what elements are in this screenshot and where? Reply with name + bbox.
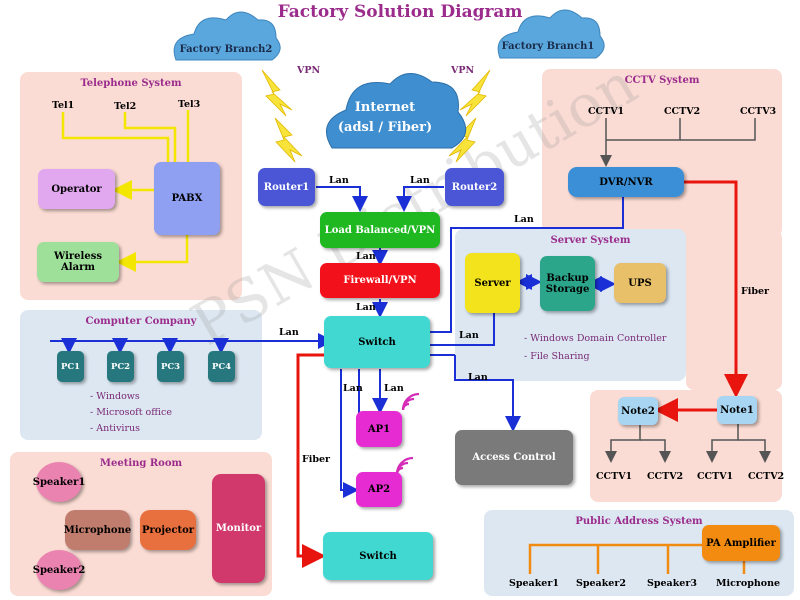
lan-label-server: Lan <box>459 330 479 341</box>
backup-storage-line1: Backup <box>546 272 589 284</box>
note1-box[interactable]: Note1 <box>717 396 757 424</box>
cctv-top-cam-1: CCTV1 <box>588 106 625 117</box>
pa-panel-title: Public Address System <box>575 516 703 527</box>
cctv-top-cam-2: CCTV2 <box>664 106 701 117</box>
internet-label-line2: (adsl / Fiber) <box>338 120 432 135</box>
router2-box[interactable]: Router2 <box>445 168 504 206</box>
backup-storage-line2: Storage <box>545 283 590 295</box>
cctv-panel-title: CCTV System <box>624 75 700 86</box>
lan-label-access: Lan <box>468 372 488 383</box>
computer-bullet-1: - Windows <box>90 391 140 402</box>
computer-panel-title: Computer Company <box>85 316 197 327</box>
server-bullet-2: - File Sharing <box>524 351 590 362</box>
pa-item-speaker3: Speaker3 <box>647 578 697 589</box>
computer-bullet-3: - Antivirus <box>90 423 141 434</box>
pa-lines <box>528 543 746 574</box>
cloud-branch1: Factory Branch1 <box>497 9 605 59</box>
cctv-lines <box>600 118 771 463</box>
dvr-nvr-box[interactable]: DVR/NVR <box>568 167 684 197</box>
lan-label-computer: Lan <box>279 327 299 338</box>
cloud-branch2: Factory Branch2 <box>173 11 281 61</box>
tel2-label: Tel2 <box>114 101 137 112</box>
wireless-alarm-box[interactable]: Wireless Alarm <box>37 242 119 282</box>
lan-label-switch: Lan <box>356 302 376 313</box>
vpn-lightning-left <box>261 69 303 163</box>
fiber-label-right: Fiber <box>741 286 770 297</box>
lan-label-firewall: Lan <box>356 251 376 262</box>
cloud-branch2-label: Factory Branch2 <box>180 44 273 55</box>
ap2-box[interactable]: AP2 <box>356 472 402 507</box>
cctv-panel-top: CCTV System <box>542 69 782 237</box>
pa-item-speaker2: Speaker2 <box>576 578 626 589</box>
telephone-panel-title: Telephone System <box>80 78 182 89</box>
lan-label-ap1b: Lan <box>384 383 404 394</box>
meeting-switch-box[interactable]: Switch <box>323 532 433 580</box>
speaker1-circle[interactable]: Speaker1 <box>33 462 85 502</box>
cloud-branch1-label: Factory Branch1 <box>502 41 595 52</box>
firewall-box[interactable]: Firewall/VPN <box>320 263 440 298</box>
fiber-label-left: Fiber <box>302 454 331 465</box>
backup-storage-box[interactable]: Backup Storage <box>540 256 595 311</box>
pa-item-microphone: Microphone <box>716 578 781 589</box>
cctv-panel-right <box>686 230 782 390</box>
pc1-box[interactable]: PC1 <box>57 351 84 382</box>
lan-lines <box>50 186 624 498</box>
pc2-box[interactable]: PC2 <box>107 351 134 382</box>
note2-box[interactable]: Note2 <box>618 397 658 425</box>
lan-label-router2: Lan <box>410 175 430 186</box>
load-balanced-box[interactable]: Load Balanced/VPN <box>320 212 440 248</box>
speaker2-circle[interactable]: Speaker2 <box>33 550 85 590</box>
projector-box[interactable]: Projector <box>140 510 196 550</box>
pabx-box[interactable]: PABX <box>154 162 220 235</box>
note2-cam-1: CCTV1 <box>596 471 633 482</box>
vpn-label-right: VPN <box>451 65 475 76</box>
computer-bullet-2: - Microsoft office <box>90 407 172 418</box>
server-box[interactable]: Server <box>465 253 520 313</box>
access-control-box[interactable]: Access Control <box>455 430 573 485</box>
router1-box[interactable]: Router1 <box>258 168 315 206</box>
vpn-label-left: VPN <box>297 65 321 76</box>
pa-amplifier-box[interactable]: PA Amplifier <box>702 525 780 561</box>
phone-lines <box>61 110 190 272</box>
tel3-label: Tel3 <box>178 99 201 110</box>
pc4-box[interactable]: PC4 <box>208 351 235 382</box>
lan-label-router1: Lan <box>329 175 349 186</box>
wifi-icon-ap1 <box>401 392 420 411</box>
diagram-title: Factory Solution Diagram <box>277 2 523 22</box>
tel1-label: Tel1 <box>52 100 75 111</box>
pc3-box[interactable]: PC3 <box>157 351 184 382</box>
note2-cam-2: CCTV2 <box>647 471 684 482</box>
operator-box[interactable]: Operator <box>38 169 115 209</box>
cctv-top-cam-3: CCTV3 <box>740 106 777 117</box>
pa-item-speaker1: Speaker1 <box>509 578 559 589</box>
meeting-panel-title: Meeting Room <box>99 458 183 469</box>
note1-cam-1: CCTV1 <box>697 471 734 482</box>
internet-label-line1: Internet <box>355 100 415 115</box>
wifi-icon-ap2 <box>395 456 414 475</box>
cloud-internet: Internet (adsl / Fiber) <box>325 73 467 149</box>
monitor-box[interactable]: Monitor <box>212 474 265 583</box>
note1-cam-2: CCTV2 <box>748 471 785 482</box>
server-bullet-1: - Windows Domain Controller <box>524 333 667 344</box>
ups-box[interactable]: UPS <box>614 263 666 303</box>
main-switch-box[interactable]: Switch <box>324 316 430 368</box>
server-panel-title: Server System <box>550 235 631 246</box>
lan-label-dvr: Lan <box>514 214 534 225</box>
ap1-box[interactable]: AP1 <box>356 411 402 447</box>
microphone-box[interactable]: Microphone <box>64 510 131 550</box>
lan-label-ap1a: Lan <box>343 383 363 394</box>
